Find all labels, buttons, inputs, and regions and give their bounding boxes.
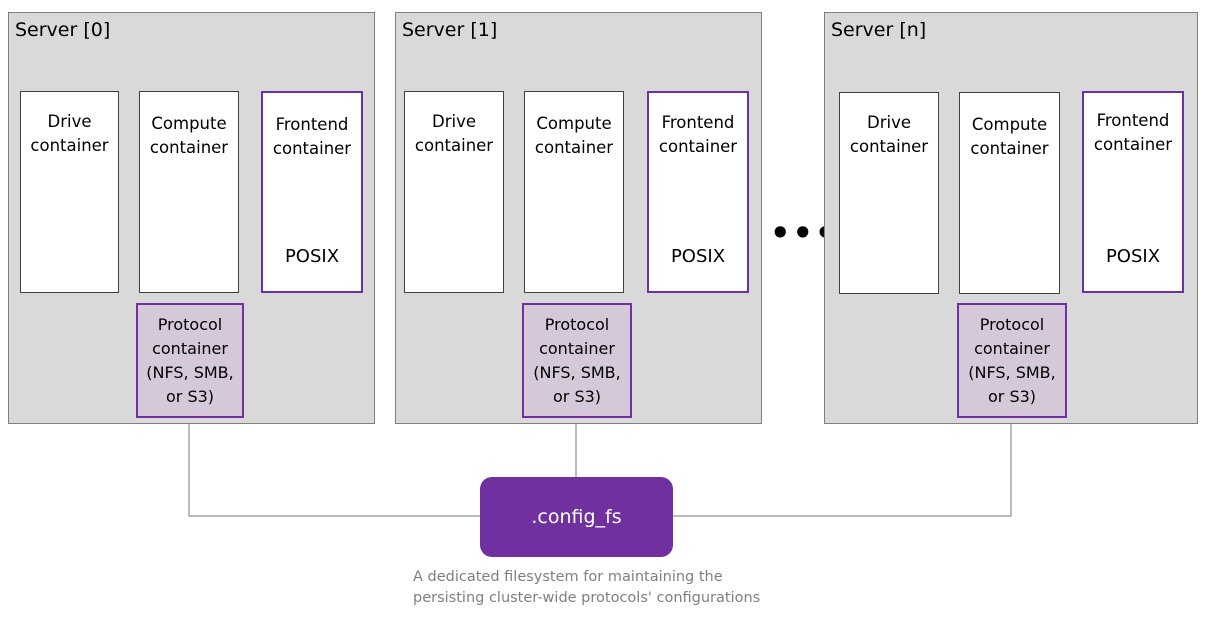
server-0: Server [0] Drive container Compute conta… [8, 12, 375, 424]
posix-label: POSIX [284, 246, 340, 267]
protocol-container-label: Protocol container (NFS, SMB, or S3) [968, 315, 1056, 406]
protocol-container: Protocol container (NFS, SMB, or S3) [136, 303, 244, 418]
server-n: Server [n] Drive container Compute conta… [824, 12, 1198, 424]
compute-container-label: Compute container [970, 115, 1049, 158]
config-fs-caption: A dedicated filesystem for maintaining t… [413, 569, 761, 606]
protocol-container-label: Protocol container (NFS, SMB, or S3) [533, 315, 621, 406]
connector-server-n [673, 417, 1012, 517]
drive-container-label: Drive container [30, 112, 109, 155]
posix-label: POSIX [670, 246, 726, 267]
compute-container: Compute container [524, 91, 624, 293]
posix-label: POSIX [1105, 246, 1161, 267]
compute-container-label: Compute container [534, 114, 614, 157]
protocol-container: Protocol container (NFS, SMB, or S3) [957, 303, 1067, 418]
frontend-container-label: Frontend container [658, 113, 738, 156]
compute-container: Compute container [139, 91, 239, 293]
drive-container-label: Drive container [414, 112, 494, 155]
drive-container: Drive container [404, 91, 504, 293]
drive-container: Drive container [20, 91, 119, 293]
server-1: Server [1] Drive container Compute conta… [395, 12, 762, 424]
frontend-container: Frontend container POSIX [261, 91, 363, 293]
connector-server-0 [188, 417, 480, 517]
compute-container: Compute container [959, 92, 1060, 294]
server-title: Server [0] [15, 19, 111, 41]
server-title: Server [1] [402, 19, 498, 41]
frontend-container: Frontend container POSIX [647, 91, 749, 293]
frontend-container-label: Frontend container [272, 115, 352, 158]
config-fs-label: .config_fs [531, 506, 622, 528]
protocol-container-label: Protocol container (NFS, SMB, or S3) [146, 315, 234, 406]
frontend-container: Frontend container POSIX [1082, 91, 1184, 293]
config-fs-box: .config_fs [480, 477, 673, 557]
server-title: Server [n] [831, 19, 927, 41]
frontend-container-label: Frontend container [1093, 111, 1173, 154]
compute-container-label: Compute container [149, 114, 229, 157]
drive-container: Drive container [839, 92, 939, 294]
protocol-container: Protocol container (NFS, SMB, or S3) [522, 303, 632, 418]
drive-container-label: Drive container [849, 113, 929, 156]
